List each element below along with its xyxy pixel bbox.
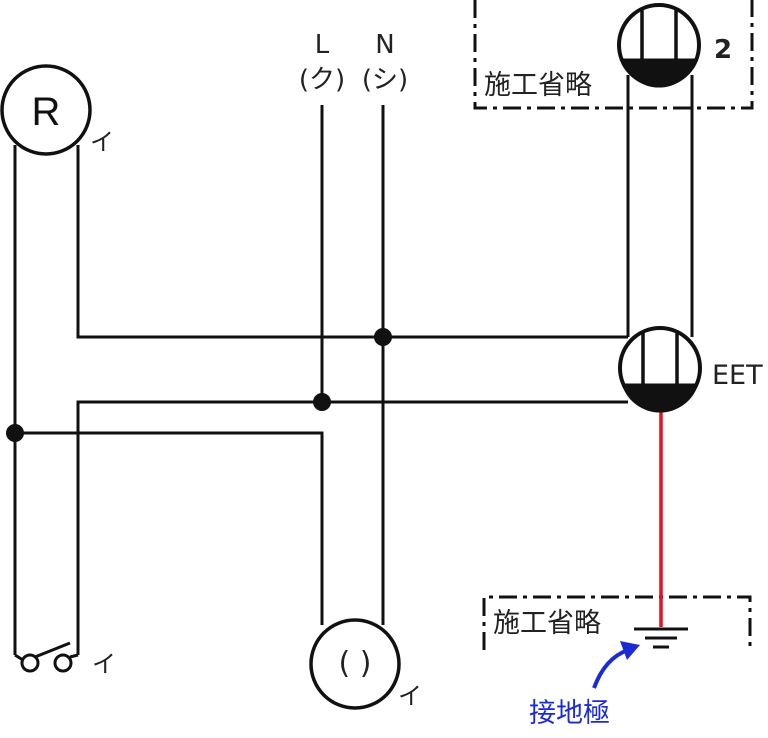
switch-tag: イ [92, 650, 116, 678]
outlet-bottom-symbol: ( ) [339, 646, 372, 681]
lamp-r-circle [0, 64, 92, 156]
outlet-bottom-circle [309, 618, 401, 710]
supply-l-sub: (ク) [299, 65, 345, 95]
curved-arrow-icon [592, 641, 640, 689]
ground-label: 接地極 [529, 698, 610, 729]
junction-dot [374, 328, 392, 346]
omit-box-top [473, 0, 754, 110]
supply-n-label: N [375, 30, 394, 60]
outlet-eet-symbol [618, 326, 702, 413]
outlet-bottom-tag: イ [398, 682, 422, 710]
lamp-r-label: R [32, 90, 61, 134]
switch-symbol [14, 641, 79, 673]
outlet-2-symbol [617, 3, 701, 88]
omit-label-top: 施工省略 [484, 70, 592, 101]
junction-dot [6, 424, 24, 442]
omit-label-bottom: 施工省略 [493, 608, 601, 639]
wire-outlet-left [15, 431, 324, 625]
omit-box-bottom [482, 595, 752, 650]
lamp-r-tag: イ [90, 128, 114, 156]
supply-n-sub: (シ) [362, 65, 408, 95]
ground-symbol-icon [634, 627, 688, 649]
junction-dot [313, 393, 331, 411]
outlet-2-number: 2 [714, 35, 732, 65]
wire-switch-return [76, 400, 628, 655]
wire-lamp-right [76, 145, 628, 339]
eet-label: EET [712, 360, 763, 391]
supply-l-label: L [315, 30, 330, 60]
